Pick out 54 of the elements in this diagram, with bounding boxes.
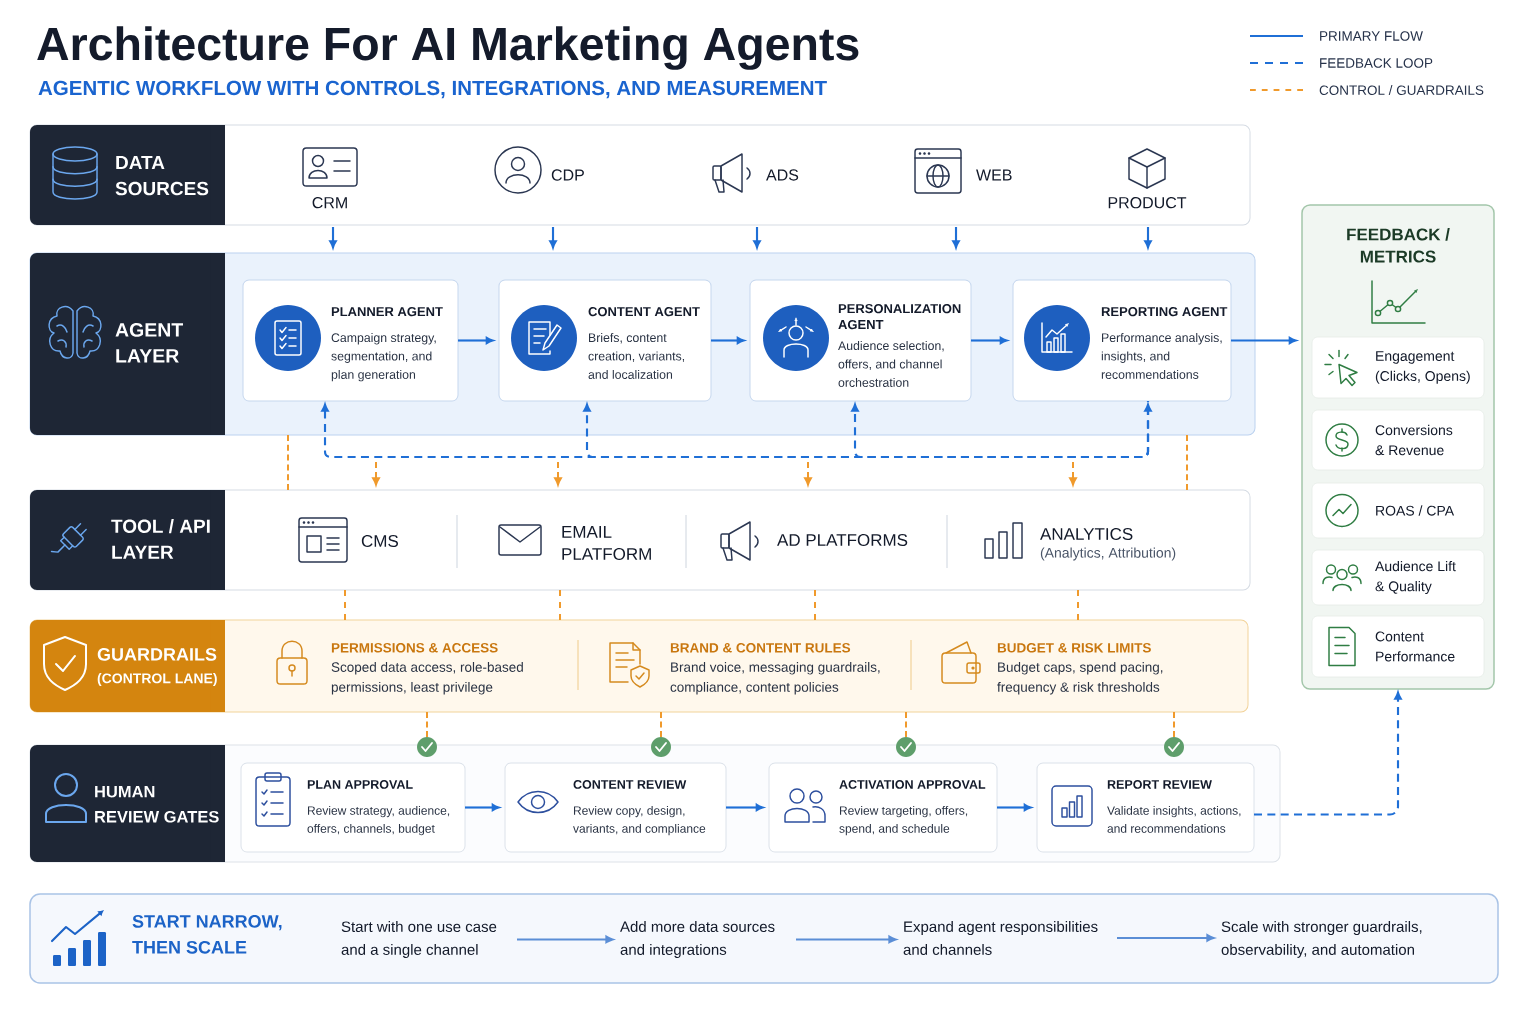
legend-label: FEEDBACK LOOP [1320, 58, 1433, 68]
arrow [516, 935, 614, 944]
connector-line [559, 589, 561, 621]
connector-line [1186, 434, 1188, 491]
tool-label: EMAIL PLATFORM [562, 526, 651, 560]
arrow [753, 227, 761, 249]
arrow [321, 403, 1152, 459]
source-label: CDP [551, 169, 584, 181]
rule-text: Scoped data access, role-based permissions, least privilege [331, 662, 523, 695]
arrow [1231, 336, 1297, 345]
connector-line [287, 434, 289, 491]
connector-line [660, 711, 662, 738]
source-label: ADS [766, 169, 799, 181]
arrow [952, 227, 960, 249]
tool-note: (Analytics, Attribution) [1040, 547, 1176, 561]
legend-label: PRIMARY FLOW [1320, 31, 1423, 41]
arrow [804, 461, 812, 486]
tool-label: CMS [361, 534, 398, 547]
arrow [1116, 934, 1215, 942]
rule-title: BUDGET & RISK LIMITS [997, 643, 1151, 653]
source-label: PRODUCT [1108, 197, 1187, 209]
connector-line [344, 589, 346, 621]
arrow [1144, 227, 1152, 249]
rule-title: BRAND & CONTENT RULES [670, 643, 851, 653]
arrow [1254, 691, 1402, 816]
connector-line [905, 711, 907, 738]
arrow [458, 336, 494, 345]
arrow [554, 461, 562, 486]
arrow [372, 461, 380, 486]
arrow [971, 336, 1008, 345]
source-label: WEB [976, 169, 1012, 181]
connector-line [426, 711, 428, 738]
rule-text: Brand voice, messaging guardrails, compliance, content policies [670, 662, 880, 695]
connector-line [1173, 711, 1175, 738]
arrow [851, 401, 1150, 459]
arrow [711, 336, 745, 345]
arrow [329, 227, 337, 249]
arrow [549, 227, 557, 249]
legend-label: CONTROL / GUARDRAILS [1319, 85, 1484, 95]
arrow [795, 935, 897, 944]
source-label: CRM [312, 197, 347, 209]
step-text: Add more data sources and integrations [620, 921, 775, 958]
subtitle: AGENTIC WORKFLOW WITH CONTROLS, INTEGRATIONS, AND MEASUREMENT [38, 80, 827, 99]
title: Architecture For AI Marketing Agents [37, 26, 859, 70]
connector-line [814, 589, 816, 621]
step-text: Start with one use case and a single channel [341, 921, 497, 958]
rule-text: Budget caps, spend pacing, frequency & risk thresholds [997, 662, 1163, 695]
rule-title: PERMISSIONS & ACCESS [331, 643, 498, 653]
step-text: Scale with stronger guardrails, observability, and automation [1221, 921, 1422, 958]
arrow [1069, 461, 1077, 486]
tool-label: ANALYTICS [1040, 527, 1133, 540]
step-text: Expand agent responsibilities and channels [903, 921, 1098, 955]
connector-line [1077, 589, 1079, 621]
tool-label: AD PLATFORMS [777, 533, 908, 546]
